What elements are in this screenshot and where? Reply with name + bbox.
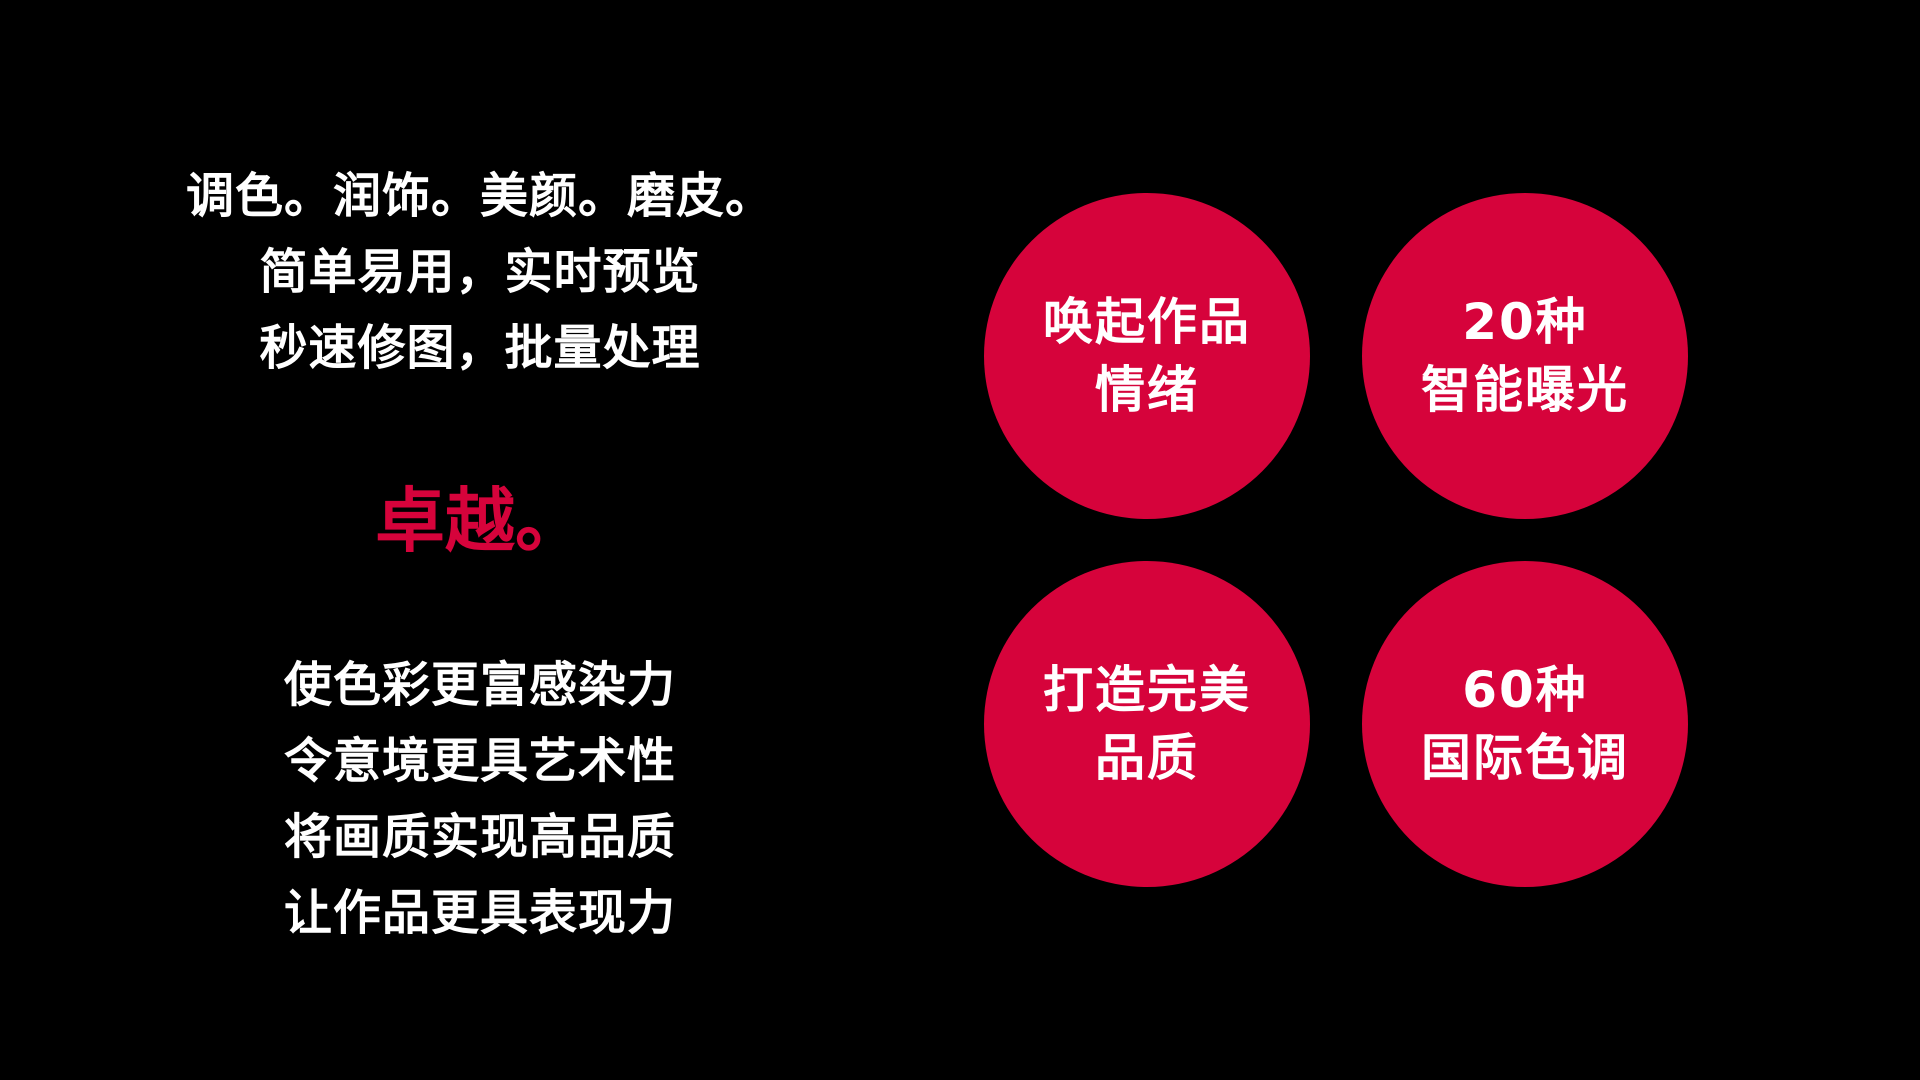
benefit-line: 让作品更具表现力 (283, 885, 676, 941)
feature-circle-tones: 60种 国际色调 (1362, 561, 1688, 887)
intro-line: 简单易用，实时预览 (259, 244, 701, 300)
feature-line: 品质 (1095, 729, 1199, 787)
intro-line: 调色。润饰。美颜。磨皮。 (185, 168, 774, 224)
feature-circle-emotion: 唤起作品 情绪 (984, 193, 1310, 519)
benefit-line: 使色彩更富感染力 (283, 657, 676, 713)
benefits-text-block: 使色彩更富感染力 令意境更具艺术性 将画质实现高品质 让作品更具表现力 (0, 647, 960, 967)
feature-line: 20种 (1462, 293, 1588, 351)
feature-line: 打造完美 (1043, 661, 1251, 719)
intro-text-block: 调色。润饰。美颜。磨皮。 简单易用，实时预览 秒速修图，批量处理 (0, 158, 960, 478)
benefit-line: 令意境更具艺术性 (283, 733, 676, 789)
benefit-line: 将画质实现高品质 (283, 809, 676, 865)
feature-line: 60种 (1462, 661, 1588, 719)
feature-line: 国际色调 (1421, 729, 1629, 787)
feature-circle-exposure: 20种 智能曝光 (1362, 193, 1688, 519)
intro-line: 秒速修图，批量处理 (259, 320, 701, 376)
headline: 卓越。 (375, 480, 585, 562)
feature-line: 唤起作品 (1043, 293, 1251, 351)
feature-line: 情绪 (1095, 361, 1199, 419)
feature-circle-quality: 打造完美 品质 (984, 561, 1310, 887)
feature-line: 智能曝光 (1421, 361, 1629, 419)
